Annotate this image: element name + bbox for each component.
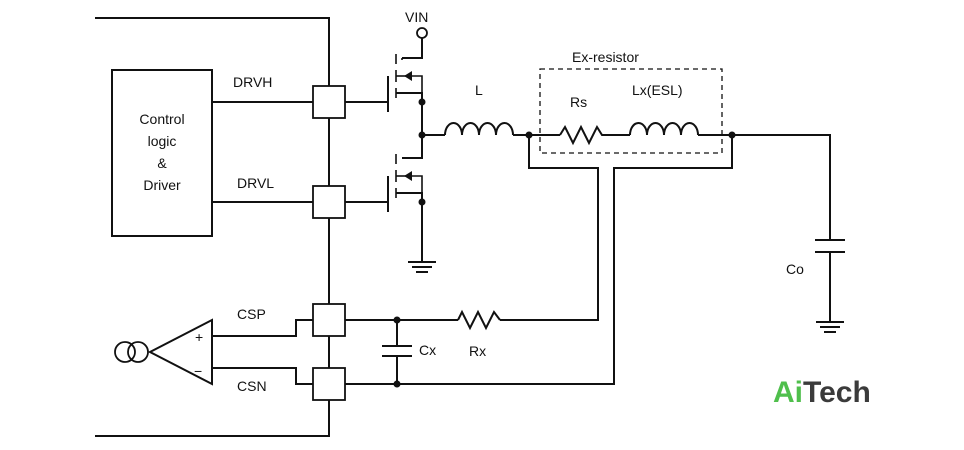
capacitor-co	[815, 239, 845, 322]
rx-label: Rx	[469, 343, 486, 359]
cx-bottom-junction	[393, 380, 401, 388]
ex-resistor-label: Ex-resistor	[572, 49, 639, 65]
ic-boundary-bottom	[95, 400, 330, 437]
ic-boundary-top	[95, 17, 330, 86]
resistor-rx	[457, 309, 501, 331]
control-logic-driver-block	[111, 69, 213, 237]
csp-to-amp-wire	[212, 319, 313, 337]
pin-csp	[312, 303, 346, 337]
high-side-mosfet	[387, 38, 423, 140]
csn-to-amp-wire	[212, 367, 313, 385]
inductor-lx-esl	[629, 122, 699, 136]
csp-label: CSP	[237, 306, 266, 322]
csp-sense-trace	[500, 135, 599, 321]
drvl-label: DRVL	[237, 175, 274, 191]
resistor-rs	[559, 124, 630, 146]
control-line-2: logic	[148, 133, 177, 149]
capacitor-cx	[382, 320, 412, 384]
drvh-label: DRVH	[233, 74, 272, 90]
hs-body-junction	[418, 98, 426, 106]
csn-label: CSN	[237, 378, 267, 394]
amp-plus-label: +	[195, 329, 203, 345]
output-wire	[698, 134, 831, 240]
control-line-1: Control	[139, 111, 184, 127]
current-source-icon	[114, 341, 149, 363]
control-line-4: Driver	[143, 177, 181, 193]
cx-label: Cx	[419, 342, 436, 358]
inductor-l	[444, 122, 514, 136]
ground-icon	[408, 261, 436, 273]
rs-label: Rs	[570, 94, 587, 110]
aitech-logo: AiTech	[773, 376, 871, 409]
pin-csn	[312, 367, 346, 401]
ls-body-junction	[418, 198, 426, 206]
lx-label: Lx(ESL)	[632, 82, 683, 98]
control-line-3: &	[157, 155, 167, 171]
current-sense-amplifier	[147, 318, 213, 386]
amp-minus-label: −	[194, 363, 202, 379]
co-label: Co	[786, 261, 804, 277]
vin-terminal	[416, 27, 428, 39]
ex-resistor-box	[539, 68, 723, 154]
vin-label: VIN	[405, 9, 428, 25]
inductor-label: L	[475, 82, 483, 98]
pin-drvh	[312, 85, 346, 119]
csn-sense-trace	[345, 135, 733, 385]
pin-drvl	[312, 185, 346, 219]
svg-text:AiTech: AiTech	[773, 376, 871, 409]
output-ground-icon	[816, 321, 844, 333]
low-side-mosfet	[387, 135, 423, 262]
